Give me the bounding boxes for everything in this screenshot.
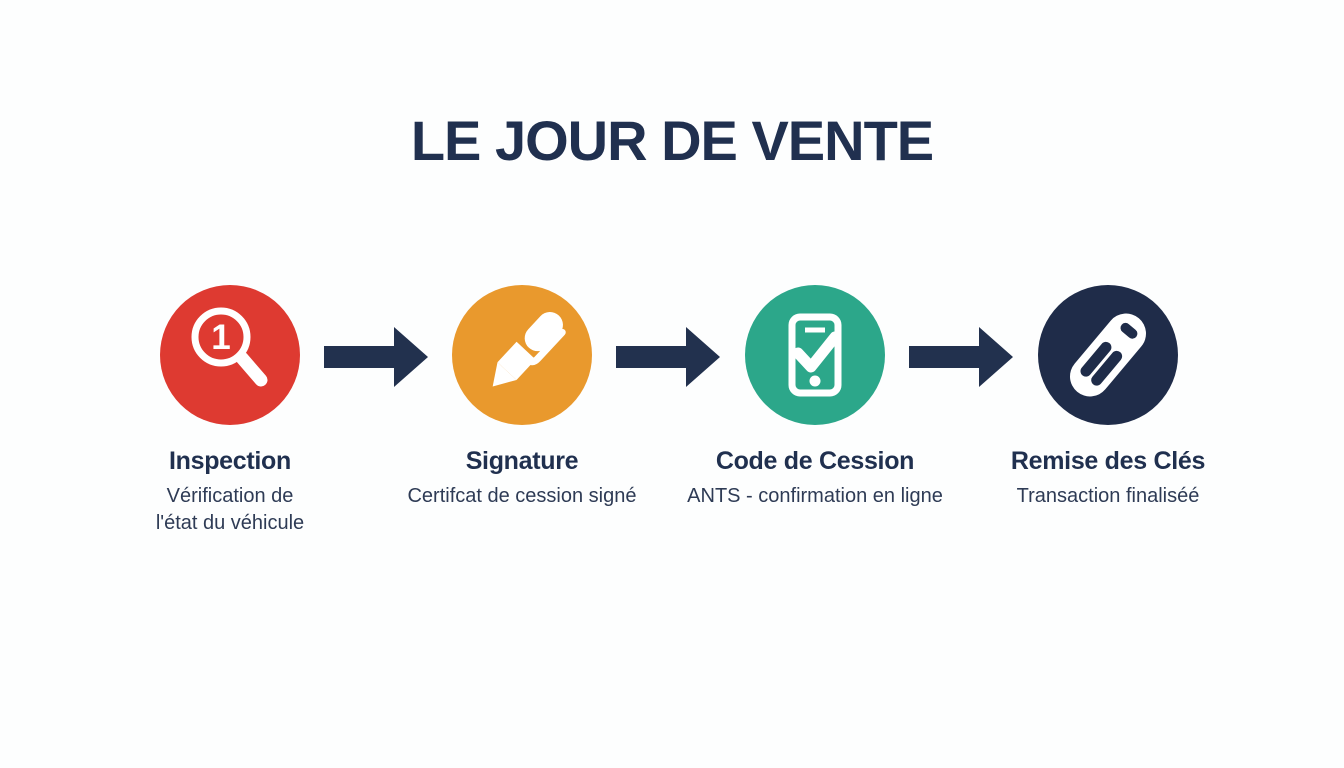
pen-icon [492, 312, 566, 387]
step-circle-orange [452, 285, 592, 425]
step-description-line: Certifcat de cession signé [407, 485, 637, 507]
arrow-right-icon [324, 327, 428, 387]
smartphone-check-icon [788, 313, 842, 397]
step-description-line: Transaction finaliséé [1016, 485, 1200, 507]
page-title: LE JOUR DE VENTE [410, 109, 934, 172]
step-description-line: l'état du véhicule [155, 512, 305, 534]
step-remise-des-cles: Remise des Clés Transaction finaliséé [958, 285, 1258, 510]
step-description: Certifcat de cession signé [372, 483, 672, 510]
step-description-line: ANTS - confirmation en ligne [687, 485, 943, 507]
step-description: Vérification de l'état du véhicule [80, 483, 380, 537]
car-key-fob-icon [1070, 313, 1146, 397]
step-label: Code de Cession [715, 447, 915, 475]
arrow-right-icon [909, 327, 1013, 387]
svg-text:1: 1 [211, 318, 230, 357]
step-circle-green [745, 285, 885, 425]
step-label: Remise des Clés [1010, 447, 1206, 475]
magnifier-number-1-icon: 1 [191, 307, 268, 387]
step-signature: Signature Certifcat de cession signé [372, 285, 672, 510]
step-description: ANTS - confirmation en ligne [665, 483, 965, 510]
step-code-de-cession: Code de Cession ANTS - confirmation en l… [665, 285, 965, 510]
arrow-right-icon [616, 327, 720, 387]
step-circle-red: 1 [160, 285, 300, 425]
step-description-line: Vérification de [166, 485, 294, 507]
step-description: Transaction finaliséé [958, 483, 1258, 510]
step-label: Inspection [168, 447, 291, 475]
step-inspection: 1 Inspection Vérification de l'état du v… [80, 285, 380, 537]
step-circle-navy [1038, 285, 1178, 425]
step-label: Signature [465, 447, 579, 475]
